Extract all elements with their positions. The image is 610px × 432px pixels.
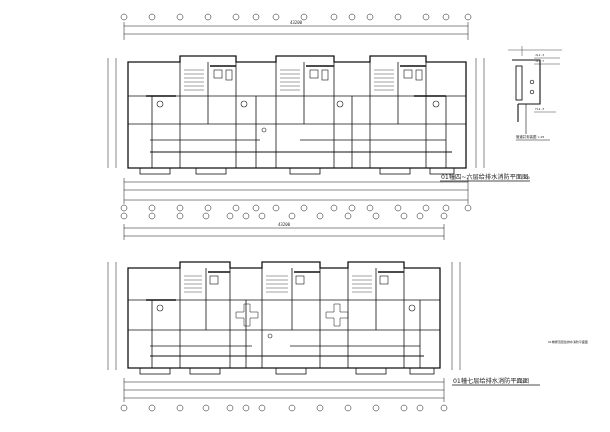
pipe-shaft-detail [508, 46, 562, 141]
plan1-title-text: 01幢四~六层给排水消防平面图 [441, 173, 528, 181]
roof-plan-note: 01幢屋顶层给排水消防平面图 [548, 339, 588, 344]
plan2-title: 01幢七层给排水消防平面图 1:100 [452, 377, 540, 386]
plan1-overall-dim: 43200 [290, 20, 303, 25]
detail-title: 管道井安装图 [516, 134, 537, 139]
detail-label-1: JL1-3 [535, 53, 544, 57]
plan2-scale: 1:100 [516, 380, 526, 384]
plan-floor-4-6 [107, 13, 485, 212]
detail-label-3: YL1-3 [535, 107, 544, 111]
detail-label-2: JL1-7 [535, 59, 544, 63]
plan2-overall-dim: 43200 [278, 222, 291, 227]
detail-scale: 1:25 [538, 135, 545, 139]
plan1-scale: 1:100 [520, 176, 530, 180]
plan1-title: 01幢四~六层给排水消防平面图 1:100 [440, 173, 530, 182]
plan-floor-7 [107, 212, 461, 412]
plan2-title-text: 01幢七层给排水消防平面图 [453, 377, 529, 385]
